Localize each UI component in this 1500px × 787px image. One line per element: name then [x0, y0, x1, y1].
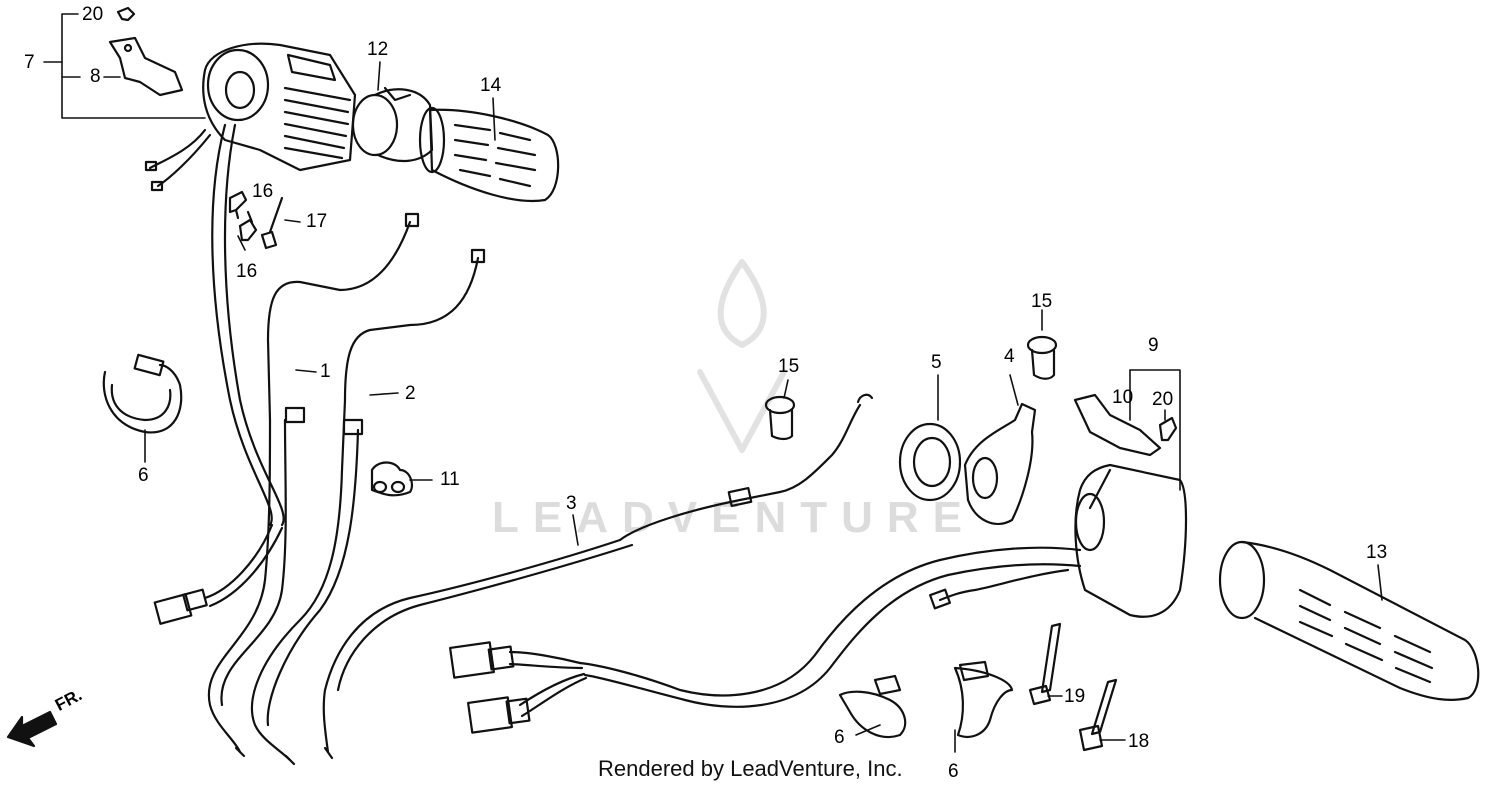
callout-7: 7 — [24, 52, 35, 73]
screw-16-a — [228, 190, 248, 220]
callout-20-left: 20 — [82, 4, 104, 25]
front-direction-arrow-icon — [6, 710, 58, 748]
callout-11: 11 — [440, 469, 460, 490]
right-wiring-harness — [449, 546, 1082, 734]
left-switch-wiring — [144, 123, 285, 625]
rubber-cap-15-b — [1026, 335, 1058, 380]
cable-clip — [370, 461, 414, 497]
throttle-cable-1 — [207, 212, 420, 758]
callout-3: 3 — [566, 493, 577, 514]
watermark-logo — [697, 259, 787, 453]
callout-8: 8 — [90, 66, 101, 87]
callout-12: 12 — [367, 39, 389, 60]
callout-10: 10 — [1112, 387, 1134, 408]
callout-13: 13 — [1366, 542, 1388, 563]
clutch-cable-3 — [322, 393, 874, 760]
callout-6-bottom-a: 6 — [834, 727, 845, 748]
callout-16-top: 16 — [252, 181, 274, 202]
rubber-cap-15-a — [764, 395, 796, 441]
callout-14: 14 — [480, 75, 502, 96]
watermark-text: LEADVENTURE — [492, 493, 977, 542]
right-screw — [1158, 416, 1178, 442]
right-switch-housing — [1074, 463, 1188, 618]
band-clamp-left — [102, 353, 183, 434]
callout-15-left: 15 — [778, 356, 800, 377]
callout-19: 19 — [1064, 686, 1086, 707]
callout-4: 4 — [1004, 346, 1015, 367]
bolt-19 — [1028, 622, 1062, 706]
callout-16-bottom: 16 — [236, 261, 258, 282]
leader-lines — [43, 13, 1383, 753]
callout-5: 5 — [931, 352, 942, 373]
callout-18: 18 — [1128, 731, 1150, 752]
clutch-lever-housing — [963, 402, 1037, 526]
right-bracket — [1073, 393, 1162, 457]
bolt-18 — [1078, 678, 1118, 752]
band-clamp-bottom-b — [953, 660, 1014, 738]
footer-credit: Rendered by LeadVenture, Inc. — [598, 756, 903, 781]
left-bracket — [108, 36, 184, 97]
callout-6-bottom-b: 6 — [948, 761, 959, 782]
left-hand-grip — [1218, 540, 1480, 701]
callout-17: 17 — [306, 211, 328, 232]
screw-17 — [260, 196, 284, 250]
throttle-sleeve — [351, 86, 434, 163]
callout-2: 2 — [405, 383, 416, 404]
throttle-cable-2 — [250, 248, 486, 766]
callout-6-left: 6 — [138, 465, 149, 486]
left-screw — [116, 6, 136, 22]
callout-20-right: 20 — [1152, 389, 1174, 410]
callout-1: 1 — [320, 361, 331, 382]
boot-ring-5 — [898, 422, 962, 502]
left-switch-housing — [202, 42, 357, 172]
screw-16-b — [238, 210, 258, 242]
callout-9: 9 — [1148, 335, 1159, 356]
band-clamp-bottom-a — [838, 674, 907, 739]
callout-15-right: 15 — [1031, 291, 1053, 312]
right-hand-grip — [418, 106, 560, 202]
